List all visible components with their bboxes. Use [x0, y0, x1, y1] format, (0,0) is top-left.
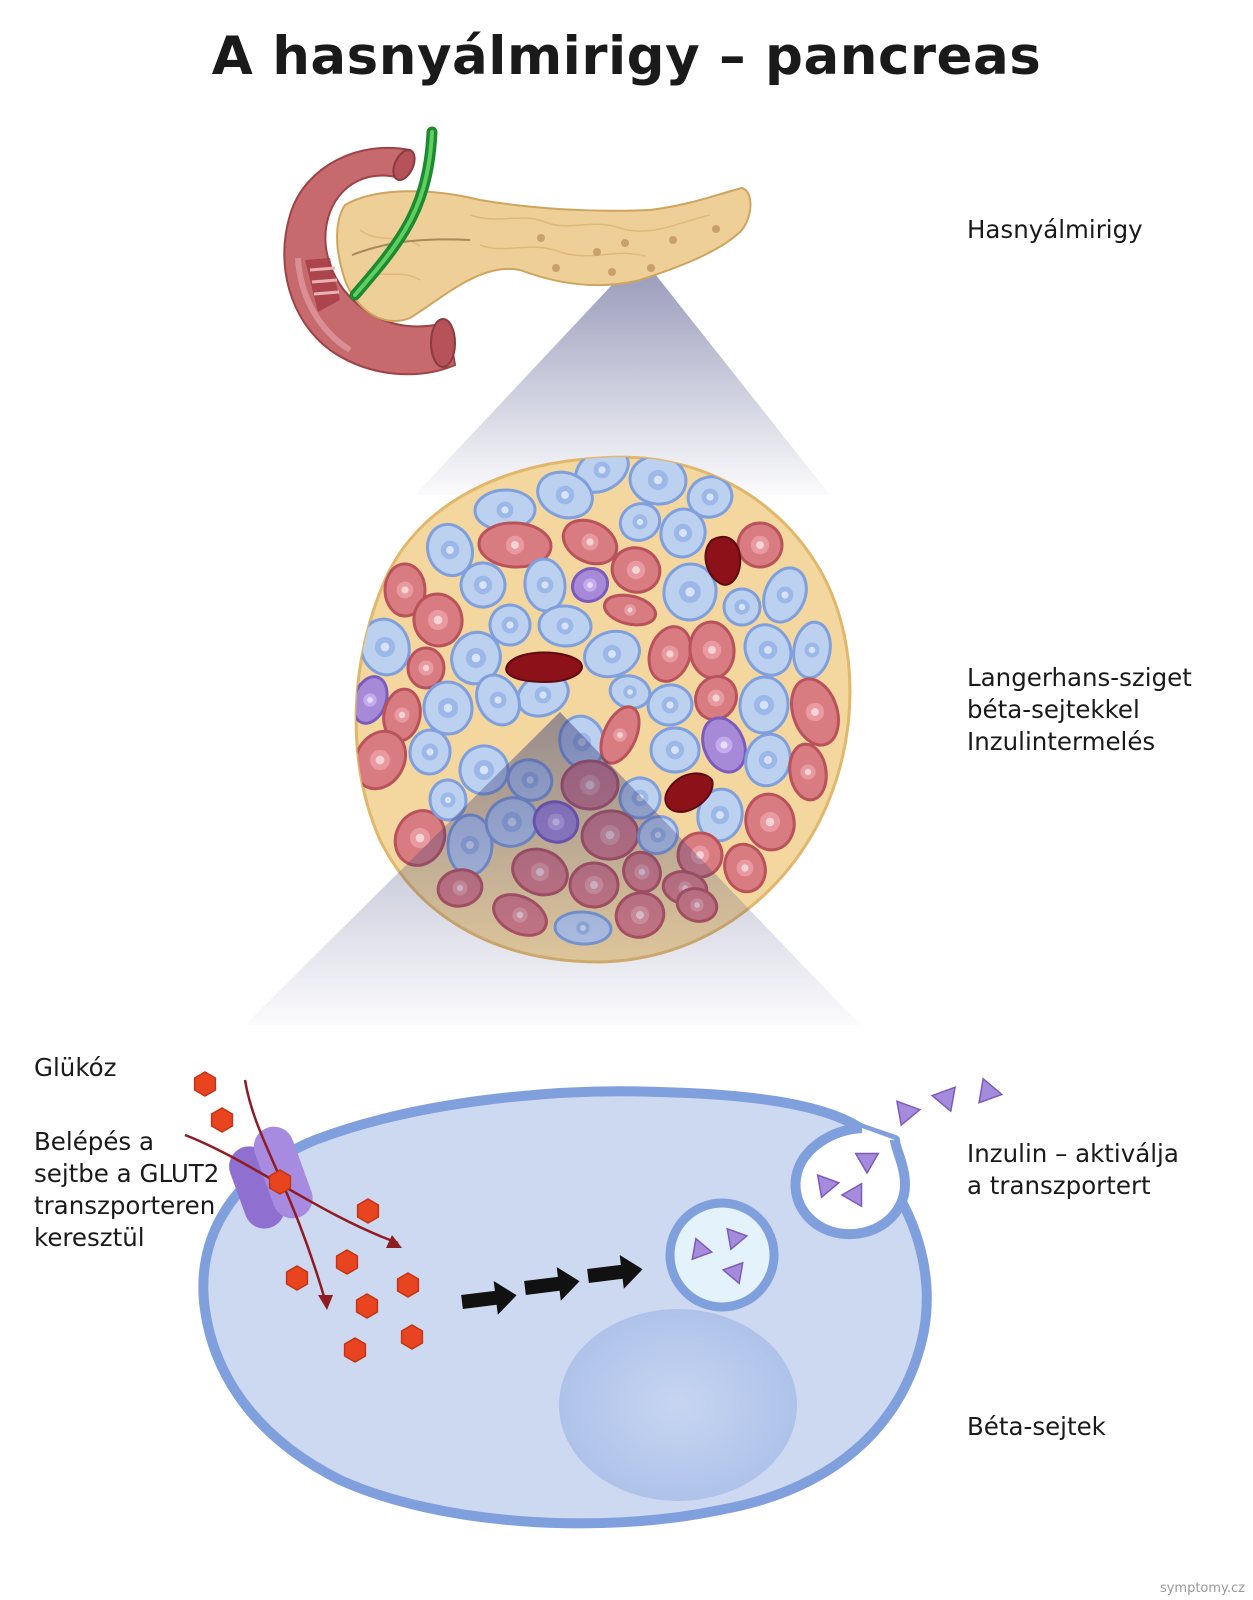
islet-cell: [744, 732, 792, 788]
arrow-right-icon: [587, 1254, 643, 1289]
insulin-triangle-icon: [840, 1182, 863, 1208]
islet-cell: [722, 587, 762, 627]
islet-cell: [570, 567, 610, 603]
glucose-hexagon-icon: [285, 1265, 309, 1291]
islet-cell: [788, 742, 828, 802]
label-islet-line-2: béta-sejtekkel: [967, 695, 1140, 724]
page-title: A hasnyálmirigy – pancreas: [211, 26, 1042, 87]
islet-cell: [583, 629, 641, 679]
glucose-hexagon-icon: [355, 1293, 379, 1319]
islet-cell: [647, 625, 693, 683]
islet-cell: [425, 522, 475, 578]
insulin-triangle-icon: [691, 1237, 714, 1261]
islet-cell: [408, 728, 452, 776]
label-insulin-line-1: Inzulin – aktiválja: [967, 1139, 1179, 1168]
islet-cell: [488, 603, 532, 647]
glucose-hexagon-icon: [396, 1272, 420, 1298]
islet-cell: [459, 561, 507, 609]
islet-cell: [422, 680, 474, 736]
insulin-triangle-icon: [978, 1077, 1004, 1104]
nucleus: [559, 1309, 797, 1501]
beta-cell-illustration: [184, 1071, 1004, 1529]
label-islet-line-3: Inzulintermelés: [967, 727, 1156, 756]
glucose-hexagon-icon: [356, 1198, 380, 1224]
insulin-triangle-icon: [930, 1086, 957, 1113]
label-glucose-text: Glükóz: [34, 1053, 117, 1082]
insulin-triangle-icon: [721, 1261, 744, 1285]
islet-cell: [762, 566, 808, 624]
islet-cell: [738, 675, 790, 735]
islet-cell: [696, 787, 744, 843]
islet-cell: [646, 683, 694, 727]
islet-cell: [477, 521, 553, 569]
islet-cell: [701, 716, 747, 774]
islet-cell: [649, 726, 701, 774]
islet-cell: [359, 617, 411, 677]
islet-cell: [723, 842, 767, 894]
label-islet: Langerhans-sziget béta-sejtekkel Inzulin…: [967, 662, 1192, 758]
label-insulin: Inzulin – aktiválja a transzportert: [967, 1138, 1179, 1202]
glucose-hexagon-icon: [193, 1071, 217, 1097]
glucose-hexagon-icon: [400, 1324, 424, 1350]
label-islet-line-1: Langerhans-sziget: [967, 663, 1192, 692]
insulin-triangle-icon: [895, 1100, 922, 1127]
glucose-hexagon-icon: [335, 1249, 359, 1275]
label-entry: Belépés a sejtbe a GLUT2 transzporteren …: [34, 1126, 219, 1254]
islet-cell: [356, 729, 408, 791]
islet-cell: [610, 546, 662, 594]
islet-cell: [736, 521, 784, 569]
label-entry-line-3: transzporteren: [34, 1191, 216, 1220]
glucose-hexagon-icon: [343, 1337, 367, 1363]
zoom-cone-upper: [415, 255, 830, 495]
islet-cell: [744, 792, 796, 852]
glucose-hexagon-icon: [268, 1169, 292, 1195]
islet-cell: [790, 677, 840, 747]
credit-watermark: symptomy.cz: [1159, 1581, 1245, 1596]
islet-cell: [602, 593, 658, 627]
islet-cell: [475, 673, 521, 727]
islet-cell: [473, 488, 537, 532]
insulin-triangle-icon: [726, 1227, 749, 1251]
islet-cell: [618, 502, 662, 542]
pancreas-organ-illustration: [283, 126, 752, 376]
capillaries: [505, 535, 742, 814]
islet-cell: [743, 623, 793, 677]
label-beta-cells: Béta-sejtek: [967, 1411, 1106, 1443]
zoom-cone-lower: [245, 712, 860, 1025]
arrow-right-icon: [461, 1280, 517, 1315]
islet-cell: [356, 675, 389, 725]
pancreas-body: [336, 186, 752, 323]
islet-cell: [694, 674, 738, 722]
islet-cell: [561, 518, 619, 566]
islet-cell: [686, 475, 734, 519]
islet-cell: [659, 507, 707, 559]
label-insulin-line-2: a transzportert: [967, 1171, 1151, 1200]
islet-cell: [383, 562, 427, 618]
arrow-right-icon: [524, 1266, 580, 1301]
islet-cell: [450, 630, 502, 686]
duodenum: [283, 146, 457, 376]
insulin-triangle-icon: [816, 1173, 841, 1199]
islet-cell: [536, 470, 594, 520]
glucose-hexagon-icon: [210, 1107, 234, 1133]
label-beta-cells-text: Béta-sejtek: [967, 1412, 1106, 1441]
islet-cell: [537, 604, 593, 648]
islet-cell: [662, 562, 718, 622]
insulin-triangle-icon: [854, 1152, 880, 1175]
islet-cell: [412, 592, 464, 648]
label-entry-line-1: Belépés a: [34, 1127, 154, 1156]
label-glucose: Glükóz: [34, 1052, 116, 1084]
islet-cell: [406, 646, 446, 690]
insulin-granule: [665, 1198, 779, 1312]
label-entry-line-4: keresztül: [34, 1223, 145, 1252]
label-pancreas: Hasnyálmirigy: [967, 214, 1143, 246]
islet-cell: [428, 778, 468, 822]
label-entry-line-2: sejtbe a GLUT2: [34, 1159, 220, 1188]
label-pancreas-text: Hasnyálmirigy: [967, 215, 1143, 244]
islet-cell: [628, 457, 688, 506]
islet-cell: [382, 687, 422, 743]
